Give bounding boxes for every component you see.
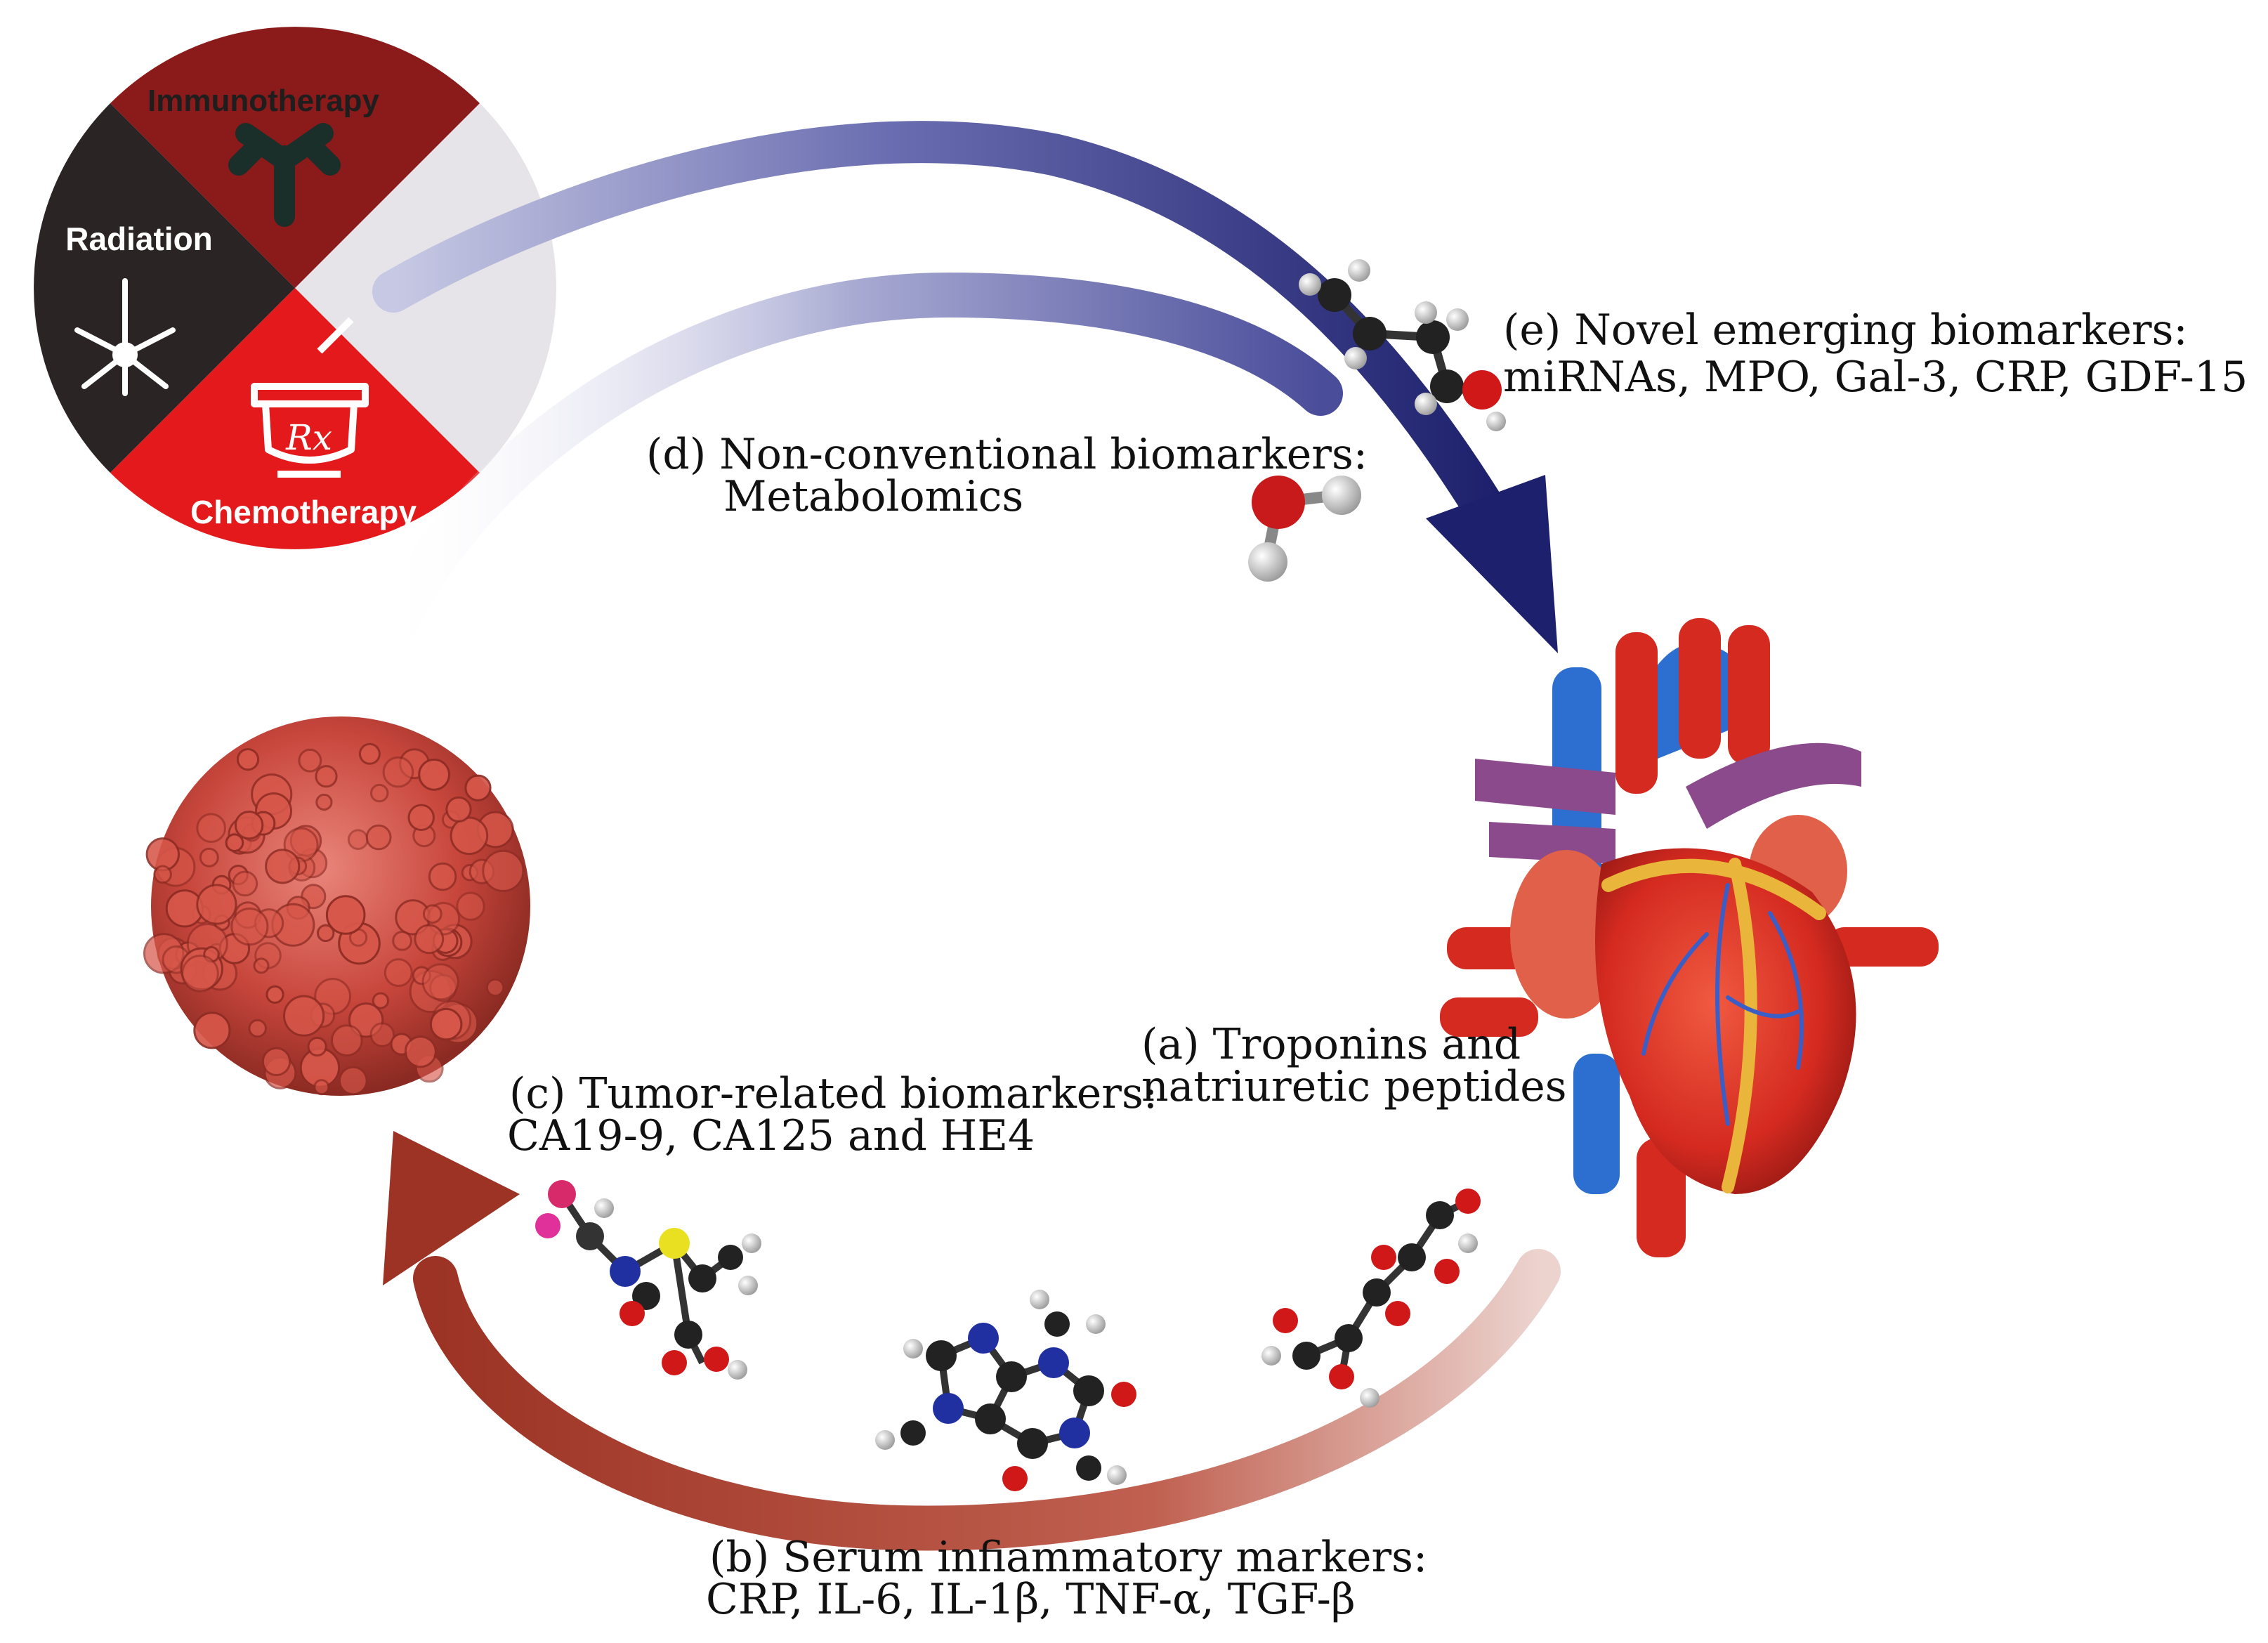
cell-surface-bump: [445, 796, 472, 823]
red-arrow: [383, 1131, 1561, 1551]
cell-surface-bump: [358, 742, 381, 765]
wheel-chemotherapy-segment: [110, 288, 480, 549]
cell-surface-bump: [370, 783, 389, 803]
cell-surface-bump: [265, 849, 301, 884]
wheel-label-chemotherapy: Chemotherapy: [190, 494, 417, 530]
cell-surface-bump: [313, 1079, 330, 1096]
heart-image: [1440, 618, 1939, 1257]
radiation-burst-icon: [74, 278, 176, 396]
cell-surface-bump: [253, 957, 270, 974]
cell-surface-bump: [196, 884, 237, 925]
cell-surface-bump: [429, 1007, 463, 1041]
cell-surface-bump: [283, 995, 325, 1037]
label-b-line2: CRP, IL-6, IL-1β, TNF-α, TGF-β: [706, 1575, 1356, 1624]
cell-surface-bump: [414, 924, 445, 955]
cell-surface-bump: [418, 758, 450, 791]
cell-surface-bump: [365, 824, 392, 851]
cell-surface-bump: [234, 811, 264, 840]
cell-surface-bump: [330, 1024, 363, 1057]
cell-surface-bump: [199, 847, 219, 868]
cell-surface-bump: [232, 870, 258, 897]
blue-arrowhead: [1426, 475, 1558, 653]
cell-surface-bump: [153, 865, 172, 884]
cell-surface-bump: [384, 958, 413, 988]
molecule-sugar: [1261, 1189, 1481, 1408]
molecule-water: [1248, 476, 1361, 582]
treatment-wheel: Immunotherapy Radiation Chemotherapy: [34, 27, 556, 549]
wheel-label-immunotherapy: Immunotherapy: [148, 84, 380, 118]
cell-surface-bump: [382, 756, 414, 788]
cell-surface-bump: [422, 904, 443, 924]
antibody-icon: [228, 123, 341, 227]
cell-surface-bump: [407, 804, 435, 832]
cell-surface-bump: [266, 985, 284, 1004]
label-e-line2: miRNAs, MPO, Gal-3, CRP, GDF-15: [1503, 353, 2248, 402]
blue-arrow-outer: [372, 121, 1558, 653]
label-a-line1: (a) Troponins and: [1141, 1020, 1521, 1069]
label-b-line1: (b) Serum infiammatory markers:: [709, 1533, 1428, 1582]
cell-surface-bump: [248, 1019, 268, 1038]
cell-surface-bump: [181, 955, 219, 993]
cell-surface-bump: [347, 829, 369, 850]
red-arrowhead: [383, 1131, 520, 1285]
cell-surface-bump: [298, 748, 322, 773]
cell-surface-bump: [450, 816, 489, 856]
cell-surface-bump: [421, 963, 459, 1001]
cell-surface-bump: [315, 765, 338, 788]
rx-symbol: Rx: [285, 417, 332, 458]
molecule-penicillin: [535, 1180, 761, 1380]
cell-surface-bump: [236, 748, 260, 771]
cell-surface-bump: [338, 1066, 368, 1096]
cell-surface-bump: [193, 1012, 231, 1049]
label-e-line1: (e) Novel emerging biomarkers:: [1503, 306, 2188, 355]
label-d-line2: Metabolomics: [723, 472, 1024, 521]
cancer-cell-image: [143, 716, 530, 1096]
cell-surface-bump: [325, 895, 366, 935]
cell-surface-bump: [464, 774, 492, 801]
label-c-line1: (c) Tumor-related biomarkers:: [509, 1069, 1158, 1118]
cell-surface-bump: [261, 1047, 291, 1077]
wheel-radiation-segment: [34, 103, 295, 473]
label-c-line2: CA19-9, CA125 and HE4: [507, 1111, 1035, 1160]
cell-surface-bump: [315, 793, 333, 811]
cell-surface-bump: [317, 924, 335, 943]
cell-surface-bump: [392, 931, 412, 951]
label-a-line2: natriuretic peptides: [1141, 1062, 1567, 1111]
cell-surface-bump: [372, 992, 390, 1009]
wheel-label-radiation: Radiation: [65, 221, 213, 257]
cell-surface-bump: [482, 849, 525, 892]
cell-surface-bump: [225, 833, 244, 852]
cell-surface-bump: [428, 862, 457, 891]
mortar-pestle-rx-icon: Rx: [251, 317, 369, 478]
cell-surface-bump: [307, 1036, 327, 1057]
blue-arrow-inner: [357, 272, 1343, 686]
molecule-butanol: [1299, 259, 1506, 431]
cell-surface-bump: [196, 813, 226, 843]
label-d-line1: (d) Non-conventional biomarkers:: [646, 430, 1368, 479]
cell-surface-bump: [456, 891, 485, 921]
cell-surface-bump: [404, 1035, 437, 1068]
cell-surface-bump: [485, 978, 505, 997]
molecule-caffeine: [875, 1290, 1136, 1491]
cell-surface-bump: [369, 1022, 395, 1047]
cell-surface-bump: [230, 908, 269, 946]
